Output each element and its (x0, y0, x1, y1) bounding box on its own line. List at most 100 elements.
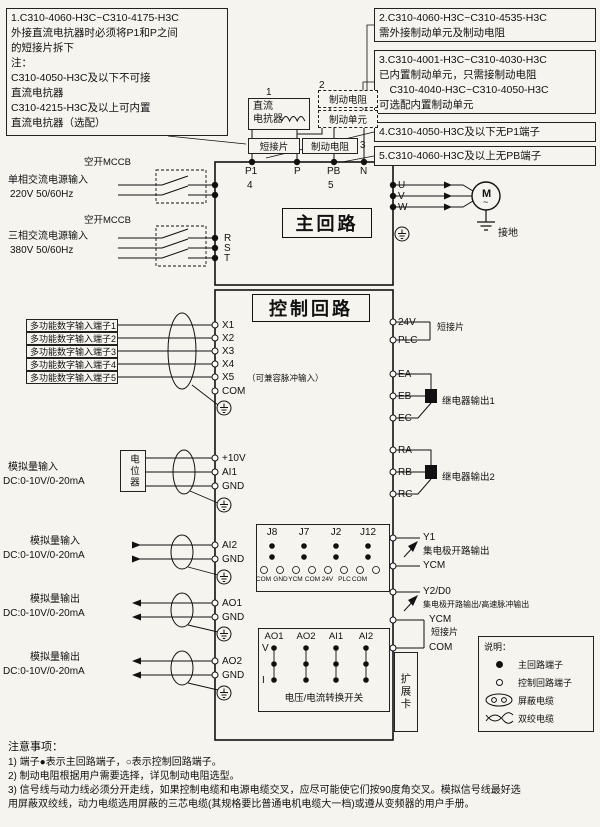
terminal-gnd1: GND (222, 481, 245, 492)
ground-label: 接地 (498, 228, 518, 239)
terminal-ao1: AO1 (222, 598, 243, 609)
terminal-com: COM (222, 386, 246, 397)
brake-unit-box: 制动单元 (318, 110, 378, 128)
digital-input-label-2: 多功能数字输入端子2 (26, 332, 118, 345)
terminal-w: W (398, 202, 408, 213)
terminal-gnd3: GND (222, 612, 245, 623)
terminal-ai1: AI1 (222, 467, 238, 478)
control-circuit-title: 控制回路 (252, 294, 370, 322)
dc-reactor-box: 直流 电抗器 (248, 98, 310, 130)
jumper-24v-plc-label: 短接片 (437, 322, 465, 332)
relay-output2-label: 继电器输出2 (442, 472, 495, 483)
jumper-j8: J8 (266, 527, 278, 538)
footnote-2: 2) 制动电阻根据用户需要选择，详见制动电阻选型。 (8, 771, 240, 782)
legend-twisted-label: 双绞电缆 (518, 713, 555, 724)
jumper-j2-label-b: PLC (338, 576, 351, 583)
jumper-j7-label-a: YCM (288, 576, 303, 583)
mccb-label-top: 空开MCCB (84, 157, 131, 168)
three-phase-voltage: 380V 50/60Hz (10, 245, 74, 256)
vi-header-ao1: AO1 (264, 631, 284, 642)
terminal-rc: RC (398, 489, 413, 500)
vi-switch-caption: 电压/电流转换开关 (284, 693, 364, 704)
twisted-cable-icon (484, 711, 514, 725)
digital-input-label-5: 多功能数字输入端子5 (26, 371, 118, 384)
main-circuit-title: 主回路 (282, 208, 372, 238)
terminal-ea: EA (398, 369, 412, 380)
potentiometer-box: 电位器 (120, 450, 146, 492)
vi-switch-block (258, 628, 390, 712)
analog-output1-range: DC:0-10V/0-20mA (3, 608, 85, 619)
legend-row-twisted: 双绞电缆 (484, 709, 588, 727)
open-collector2-label: 集电极开路输出/高速脉冲输出 (423, 600, 530, 609)
analog-input2-range: DC:0-10V/0-20mA (3, 550, 85, 561)
ref-2: 2 (319, 80, 325, 91)
note-brake-unit-external: 2.C310-4060-H3C~C310-4535-H3C 需外接制动单元及制动… (374, 8, 596, 42)
terminal-x4: X4 (222, 359, 235, 370)
open-collector1-label: 集电极开路输出 (423, 546, 490, 557)
ref-5: 5 (328, 180, 334, 191)
terminal-plc: PLC (398, 335, 418, 346)
analog-output1-label: 模拟量输出 (30, 594, 80, 605)
digital-input-label-4: 多功能数字输入端子4 (26, 358, 118, 371)
jumper-j12-label-a: COM (351, 576, 368, 583)
jumper-j8-label-b: GND (273, 576, 288, 583)
dc-reactor-label: 直流 电抗器 (253, 101, 283, 125)
note-brake-unit-builtin: 3.C310-4001-H3C~C310-4030-H3C 已内置制动单元，只需… (374, 50, 596, 114)
footnote-3-cont: 用屏蔽双绞线，动力电缆选用屏蔽的三芯电缆(其规格要比普通电机电缆大一档)或遵从变… (8, 799, 475, 810)
terminal-ycm1: YCM (423, 560, 446, 571)
jumper-ycm-com-label: 短接片 (431, 627, 459, 637)
jumper-strip-box: 短接片 (248, 138, 300, 154)
legend-row-shield: 屏蔽电缆 (484, 691, 588, 709)
terminal-p: P (294, 166, 301, 177)
motor-label: M (482, 188, 492, 200)
terminal-p1: P1 (245, 166, 258, 177)
digital-input-label-3: 多功能数字输入端子3 (26, 345, 118, 358)
three-phase-label: 三相交流电源输入 (8, 231, 88, 242)
terminal-r: R (224, 233, 232, 244)
single-phase-voltage: 220V 50/60Hz (10, 189, 74, 200)
analog-input2-label: 模拟量输入 (30, 536, 80, 547)
ref-3: 3 (360, 140, 366, 151)
terminal-rb: RB (398, 467, 412, 478)
footnote-1: 1) 端子●表示主回路端子，○表示控制回路端子。 (8, 757, 222, 768)
jumper-j2: J2 (330, 527, 342, 538)
terminal-gnd4: GND (222, 670, 245, 681)
analog-output2-label: 模拟量输出 (30, 652, 80, 663)
terminal-x5: X5 (222, 372, 235, 383)
jumper-j8-label-a: COM (255, 576, 272, 583)
terminal-u: U (398, 180, 406, 191)
inductor-coil-icon (281, 116, 306, 123)
terminal-ra: RA (398, 445, 412, 456)
terminal-pb: PB (327, 166, 341, 177)
single-phase-label: 单相交流电源输入 (8, 175, 88, 186)
terminal-n: N (360, 166, 368, 177)
terminal-x2: X2 (222, 333, 235, 344)
note-no-pb: 5.C310-4060-H3C及以上无PB端子 (374, 146, 596, 166)
terminal-10v: +10V (222, 453, 246, 464)
motor-wave: ~ (483, 197, 489, 207)
legend: 说明： 主回路端子 控制回路端子 屏蔽电缆 双绞电缆 (478, 636, 594, 732)
terminal-y1: Y1 (423, 532, 436, 543)
analog-output2-range: DC:0-10V/0-20mA (3, 666, 85, 677)
vi-current-label: I (262, 675, 265, 686)
terminal-eb: EB (398, 391, 412, 402)
analog-input1-range: DC:0-10V/0-20mA (3, 476, 85, 487)
mccb-label-bottom: 空开MCCB (84, 215, 131, 226)
terminal-x3: X3 (222, 346, 235, 357)
potentiometer-label: 电位器 (128, 453, 139, 489)
legend-row-control: 控制回路端子 (484, 673, 588, 691)
note-dc-reactor: 1.C310-4060-H3C~C310-4175-H3C 外接直流电抗器时必须… (6, 8, 228, 136)
main-terminal-icon (484, 660, 514, 668)
shielded-cable-icon (484, 693, 514, 707)
footnotes-title: 注意事项： (8, 741, 63, 753)
legend-row-main: 主回路端子 (484, 655, 588, 673)
terminal-v: V (398, 191, 405, 202)
digital-input-label-1: 多功能数字输入端子1 (26, 319, 118, 332)
control-terminal-icon (484, 678, 514, 686)
note-no-p1: 4.C310-4050-H3C及以下无P1端子 (374, 122, 596, 142)
jumper-j2-label-a: 24V (321, 576, 334, 583)
analog-input1-label: 模拟量输入 (8, 462, 58, 473)
vi-header-ai1: AI1 (328, 631, 344, 642)
vi-header-ao2: AO2 (296, 631, 316, 642)
